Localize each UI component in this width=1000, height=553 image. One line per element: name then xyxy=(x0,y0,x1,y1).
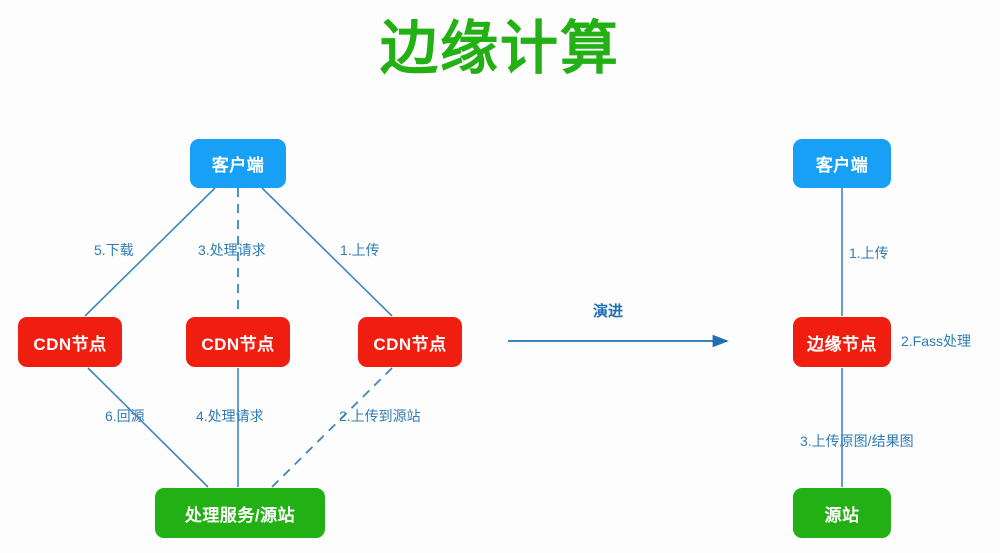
edge-label-upload: 1.上传 xyxy=(340,242,380,258)
node-cdn-right-label: CDN节点 xyxy=(373,334,447,354)
node-cdn-center-label: CDN节点 xyxy=(201,334,275,354)
node-edge-node-label: 边缘节点 xyxy=(807,334,877,354)
edge-client-to-cdn-left xyxy=(84,187,216,317)
node-right-client-label: 客户端 xyxy=(815,156,869,175)
node-cdn-center[interactable]: CDN节点 xyxy=(186,317,290,367)
node-left-origin[interactable]: 处理服务/源站 xyxy=(155,488,325,538)
page-title: 边缘计算 xyxy=(379,16,620,81)
node-cdn-left-label: CDN节点 xyxy=(33,334,107,354)
node-left-client[interactable]: 客户端 xyxy=(190,139,286,188)
edge-label-upload-images: 3.上传原图/结果图 xyxy=(800,433,914,449)
edge-label-handle-request-top: 3.处理请求 xyxy=(198,242,266,258)
edge-label-download: 5.下载 xyxy=(94,242,134,258)
edge-label-fass-process: 2.Fass处理 xyxy=(901,333,972,349)
node-right-client[interactable]: 客户端 xyxy=(793,139,891,188)
node-left-origin-label: 处理服务/源站 xyxy=(184,505,296,525)
node-cdn-left[interactable]: CDN节点 xyxy=(18,317,122,367)
edge-label-right-upload: 1.上传 xyxy=(849,245,889,261)
edge-cdn-left-to-origin xyxy=(87,367,209,488)
node-right-origin[interactable]: 源站 xyxy=(793,488,891,538)
node-left-client-label: 客户端 xyxy=(211,156,265,175)
node-edge-node[interactable]: 边缘节点 xyxy=(793,317,891,367)
edge-label-back-to-source: 6.回源 xyxy=(105,408,145,424)
edge-label-upload-to-origin: 2.上传到源站 xyxy=(339,408,421,424)
edge-cdn-right-to-origin xyxy=(271,367,393,488)
evolution-label: 演进 xyxy=(593,303,624,320)
node-cdn-right[interactable]: CDN节点 xyxy=(358,317,462,367)
node-right-origin-label: 源站 xyxy=(824,505,860,525)
edge-client-to-cdn-right xyxy=(261,187,393,317)
edge-label-handle-request-bottom: 4.处理请求 xyxy=(196,408,264,424)
